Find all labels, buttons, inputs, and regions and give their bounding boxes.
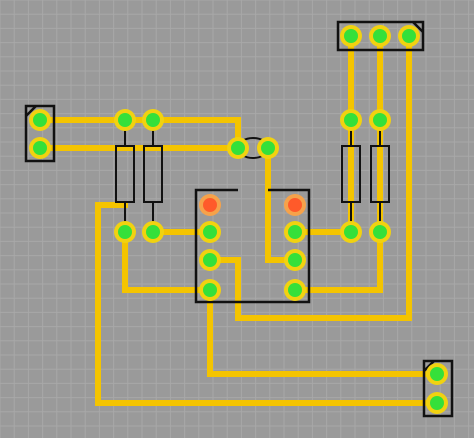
ic-pin-1[interactable] (199, 194, 221, 216)
r3-pad-top[interactable] (340, 109, 362, 131)
top-header-notch (412, 21, 424, 33)
ic-outline (194, 188, 311, 304)
trace-ic-pin4-to-bottom (207, 287, 440, 377)
ic-pin-4[interactable] (199, 279, 221, 301)
top-header-pin-1[interactable] (340, 25, 362, 47)
bottom-header-pin-2[interactable] (426, 392, 448, 414)
bottom-header-notch (423, 360, 435, 372)
ic-pin-5[interactable] (284, 279, 306, 301)
resistor-r1 (115, 120, 135, 232)
resistor-r2 (143, 120, 163, 232)
bottom-header-outline (422, 359, 454, 418)
left-header-pin-2[interactable] (29, 137, 51, 159)
component-outlines (24, 20, 454, 418)
trace-top-pin1-rail (37, 117, 241, 151)
ic-pin-8[interactable] (284, 194, 306, 216)
r1-pad-bottom[interactable] (114, 221, 136, 243)
trace-ic-left-pin2 (207, 33, 412, 321)
top-header-pin-3[interactable] (398, 25, 420, 47)
r4-pad-top[interactable] (369, 109, 391, 131)
trace-r1-loop (122, 229, 213, 293)
ic-pin-7[interactable] (284, 221, 306, 243)
left-header-notch (25, 105, 37, 117)
jumper-pad-right[interactable] (257, 137, 279, 159)
top-header-outline (336, 20, 425, 52)
r2-pad-bottom[interactable] (142, 221, 164, 243)
r2-pad-top[interactable] (142, 109, 164, 131)
bottom-header-pin-1[interactable] (426, 363, 448, 385)
left-header-outline (24, 104, 56, 163)
ic-pin-2[interactable] (199, 221, 221, 243)
jumper-pad-left[interactable] (227, 137, 249, 159)
r3-pad-bottom[interactable] (340, 221, 362, 243)
pads (29, 25, 448, 414)
ic-pin-6[interactable] (284, 249, 306, 271)
top-header-pin-2[interactable] (369, 25, 391, 47)
trace-outer-to-bottom (95, 202, 440, 406)
ic-pin-3[interactable] (199, 249, 221, 271)
traces (37, 33, 440, 406)
left-header-pin-1[interactable] (29, 109, 51, 131)
r1-pad-top[interactable] (114, 109, 136, 131)
r4-pad-bottom[interactable] (369, 221, 391, 243)
